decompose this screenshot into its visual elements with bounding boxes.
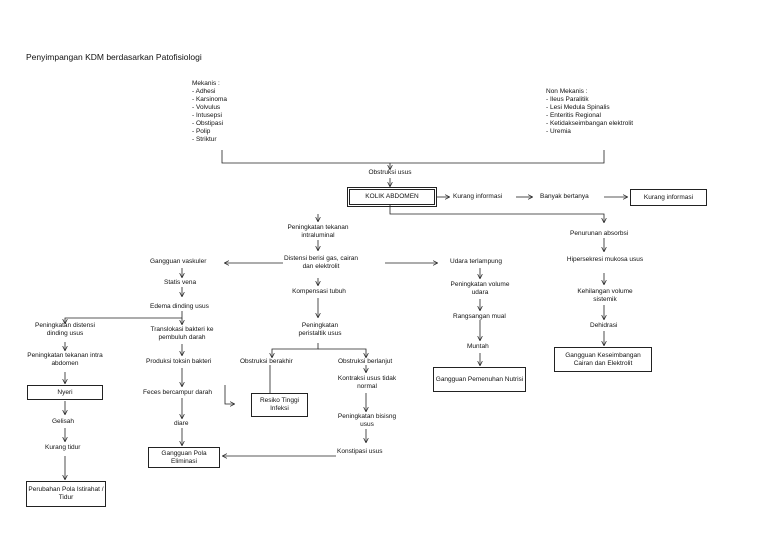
node-dehidrasi: Dehidrasi xyxy=(590,322,618,329)
box-pola-istirahat: Perubahan Pola Istirahat / Tidur xyxy=(26,481,106,507)
non-mekanis-item: - Ketidakseimbangan elektrolit xyxy=(546,120,634,127)
node-peningkatan-tekanan-abdomen: Peningkatan tekanan intra abdomen xyxy=(27,352,103,367)
node-kompensasi-tubuh: Kompensasi tubuh xyxy=(292,288,346,295)
non-mekanis-item: - Uremia xyxy=(546,128,571,135)
node-kurang-informasi-text: Kurang informasi xyxy=(453,193,503,200)
node-konstipasi-usus: Konstipasi usus xyxy=(337,448,383,455)
mekanis-list: Mekanis : - Adhesi - Karsinoma - Volvulu… xyxy=(192,80,227,144)
mekanis-item: - Intusepsi xyxy=(192,112,222,119)
node-peningkatan-bising-usus: Peningkatan bisisng usus xyxy=(337,413,397,428)
box-gangguan-pola-eliminasi: Gangguan Pola Eliminasi xyxy=(148,447,220,468)
node-peningkatan-tekanan-intraluminal: Peningkatan tekanan intraluminal xyxy=(287,224,349,239)
page-title: Penyimpangan KDM berdasarkan Patofisiolo… xyxy=(26,52,202,62)
node-muntah: Muntah xyxy=(467,343,489,350)
node-udara-terlampung: Udara terlampung xyxy=(450,258,503,265)
node-obstruksi-berlanjut: Obstruksi berlanjut xyxy=(338,358,393,365)
mekanis-item: - Volvulus xyxy=(192,104,221,111)
node-distensi: Distensi berisi gas, cairan dan elektrol… xyxy=(283,255,359,270)
node-statis-vena: Statis vena xyxy=(164,279,197,286)
node-gangguan-vaskuler: Gangguan vaskuler xyxy=(150,258,207,265)
mekanis-item: - Polip xyxy=(192,128,211,135)
node-obstruksi-berakhir: Obstruksi berakhir xyxy=(240,358,293,365)
node-gelisah: Gelisah xyxy=(52,418,75,425)
mekanis-item: - Obstipasi xyxy=(192,120,224,127)
node-translokasi-bakteri: Translokasi bakteri ke pembuluh darah xyxy=(150,326,214,341)
node-penurunan-absorbsi: Penurunan absorbsi xyxy=(570,230,629,237)
node-banyak-bertanya: Banyak bertanya xyxy=(540,193,589,200)
node-feces-bercampur-darah: Feces bercampur darah xyxy=(143,389,213,396)
non-mekanis-heading: Non Mekanis : xyxy=(546,88,588,95)
box-resiko-infeksi: Resiko Tinggi Infeksi xyxy=(251,393,308,417)
node-produksi-toksin: Produksi toksin bakteri xyxy=(146,358,212,365)
box-kurang-informasi: Kurang informasi xyxy=(630,189,707,206)
node-diare: diare xyxy=(174,420,189,427)
non-mekanis-list: Non Mekanis : - Ileus Paralitik - Lesi M… xyxy=(546,88,633,136)
node-hipersekresi-mukosa: Hipersekresi mukosa usus xyxy=(566,256,644,263)
node-kehilangan-volume: Kehilangan volume sistemik xyxy=(577,288,633,303)
node-peningkatan-peristaltik: Peningkatan peristaltik usus xyxy=(298,322,342,337)
non-mekanis-item: - Enteritis Regional xyxy=(546,112,601,119)
node-obstruksi-usus: Obstruksi usus xyxy=(368,169,412,176)
non-mekanis-item: - Lesi Medula Spinalis xyxy=(546,104,610,111)
mekanis-item: - Karsinoma xyxy=(192,96,228,103)
mekanis-item: - Striktur xyxy=(192,136,217,143)
box-gangguan-pemenuhan-nutrisi: Gangguan Pemenuhan Nutrisi xyxy=(433,367,526,392)
node-rangsangan-mual: Rangsangan mual xyxy=(453,313,506,320)
non-mekanis-item: - Ileus Paralitik xyxy=(546,96,589,103)
box-nyeri: Nyeri xyxy=(27,385,103,400)
node-kurang-tidur: Kurang tidur xyxy=(45,444,81,451)
mekanis-heading: Mekanis : xyxy=(192,80,220,87)
node-kontraksi-usus: Kontraksi usus tidak normal xyxy=(337,375,397,390)
box-kolik-abdomen: KOLIK ABDOMEN xyxy=(347,187,437,207)
mekanis-item: - Adhesi xyxy=(192,88,216,95)
node-peningkatan-distensi-dinding: Peningkatan distensi dinding usus xyxy=(35,322,95,337)
node-peningkatan-volume-udara: Peningkatan volume udara xyxy=(450,281,510,296)
box-gangguan-keseimbangan-cairan: Gangguan Keseimbangan Cairan dan Elektro… xyxy=(554,347,652,372)
node-edema-dinding-usus: Edema dinding usus xyxy=(150,303,209,310)
